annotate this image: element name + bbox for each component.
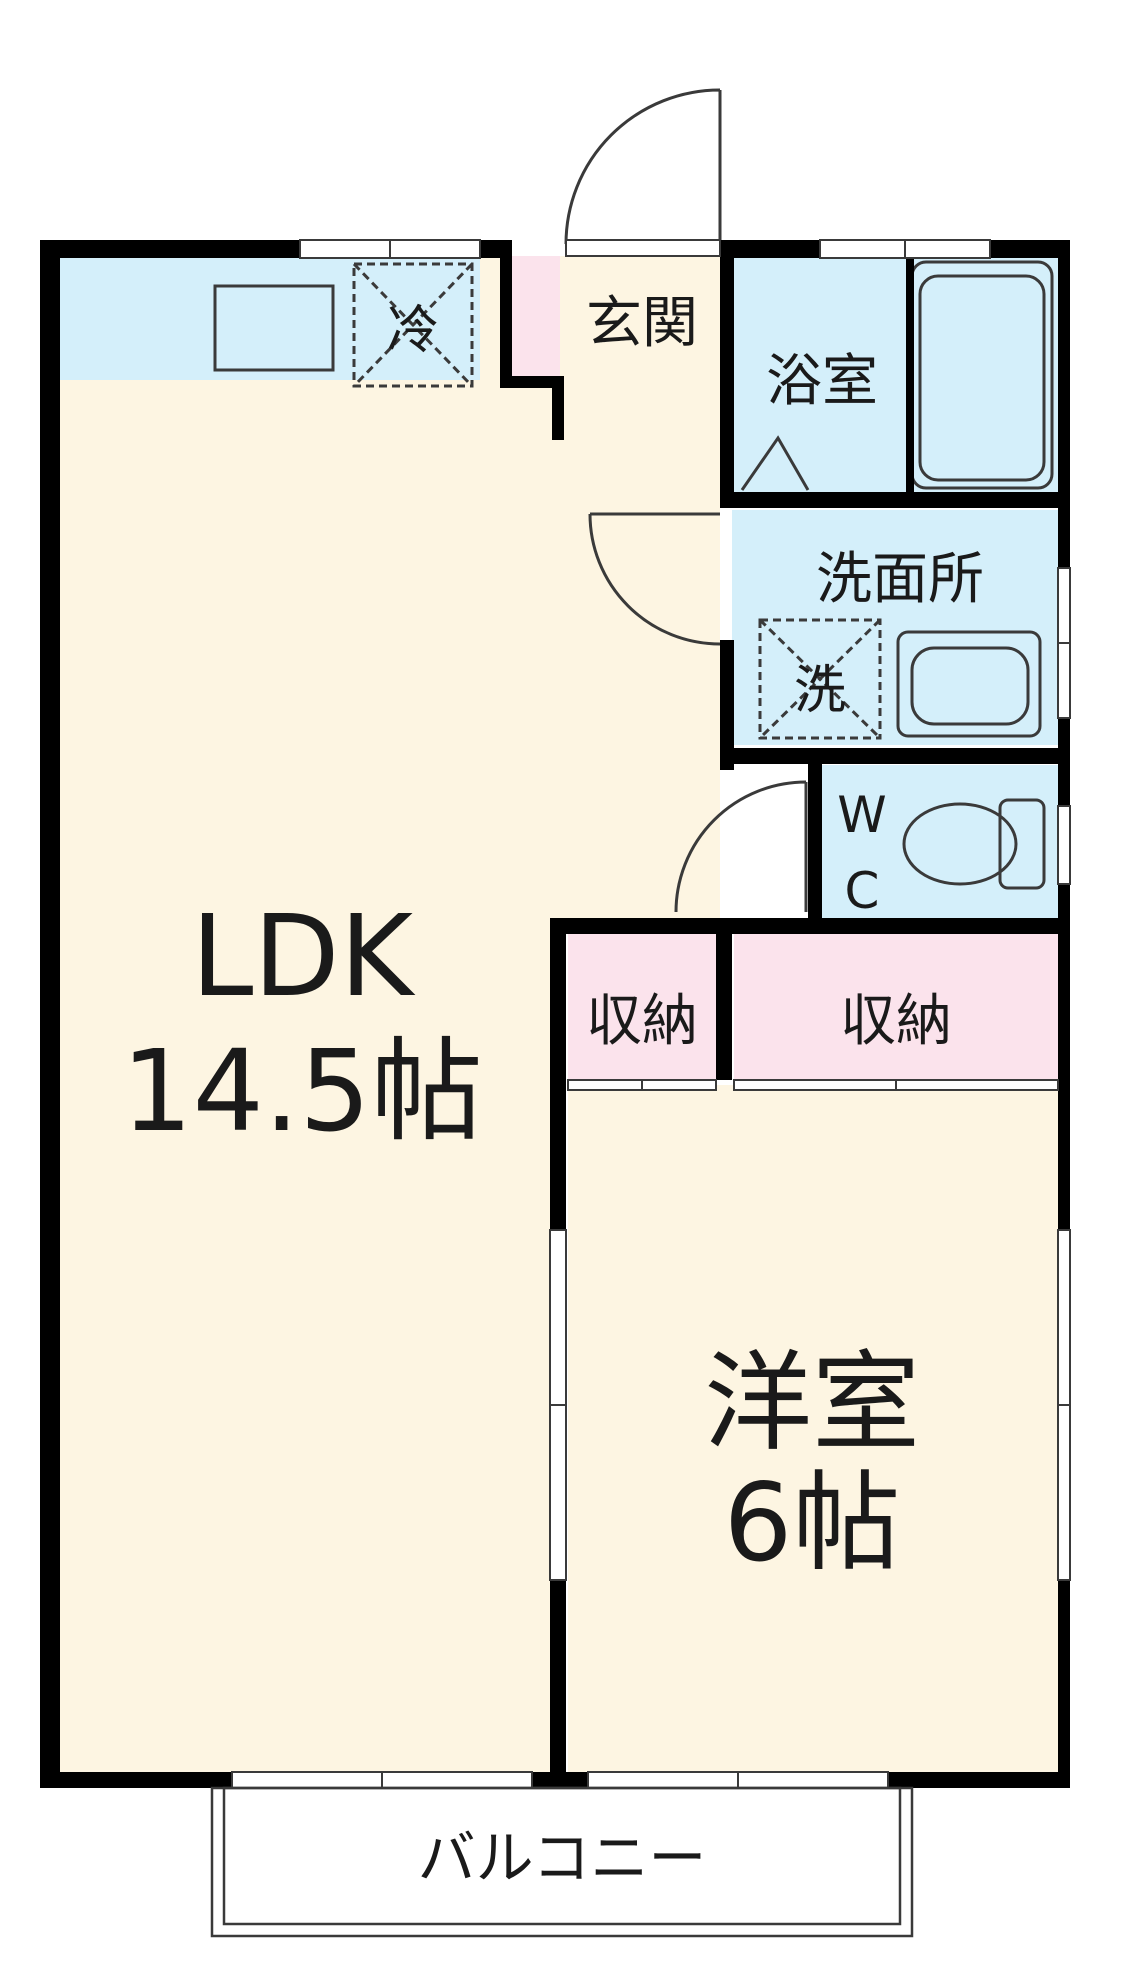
fridge-cross-b xyxy=(352,262,474,388)
storage-small-label: 収納 xyxy=(586,989,698,1054)
bathtub-inner-icon xyxy=(918,274,1046,482)
ldk-name-label: LDK xyxy=(191,892,416,1022)
vanity-basin-icon xyxy=(896,630,1042,738)
balcony xyxy=(210,1786,914,1938)
room-labels: LDK 14.5帖 洋室 6帖 玄関 浴室 洗面所 洗 冷 W C 収納 収納 … xyxy=(121,291,984,1892)
balcony-rail-inner xyxy=(222,1786,902,1926)
balcony-label: バルコニー xyxy=(418,1824,707,1892)
fridge-label: 冷 xyxy=(387,301,439,361)
storage-large-label: 収納 xyxy=(840,989,952,1054)
toilet-tank-icon xyxy=(998,798,1046,890)
storage-small-floor xyxy=(568,932,716,1080)
bathroom-wall-left xyxy=(720,240,734,508)
ldk-floor xyxy=(60,256,560,1776)
bathroom-wall-bottom xyxy=(720,492,1070,508)
entrance-label: 玄関 xyxy=(586,291,698,356)
storage-large-floor xyxy=(734,932,1058,1080)
storage-divider-wall xyxy=(716,932,732,1080)
room-fills xyxy=(60,256,1058,1776)
ldk-floor-upper xyxy=(500,380,720,920)
washer-space-icon xyxy=(758,618,882,740)
bathroom-label: 浴室 xyxy=(766,349,878,414)
fixtures xyxy=(213,260,1054,890)
wc-door-icon[interactable] xyxy=(674,780,808,913)
wc-floor xyxy=(822,765,1058,920)
washroom-wall-left xyxy=(720,640,734,770)
washer-label: 洗 xyxy=(794,661,846,721)
western-name-label: 洋室 xyxy=(704,1341,920,1466)
entrance-floor xyxy=(560,256,720,380)
ldk-size-label: 14.5帖 xyxy=(121,1027,482,1157)
wc-wall-left xyxy=(808,764,822,924)
kitchen-counter xyxy=(60,256,480,380)
washroom-wall-bottom xyxy=(720,748,1070,764)
vanity-inner-icon xyxy=(910,646,1030,726)
wc-w-label: W xyxy=(837,786,886,844)
toilet-bowl-icon xyxy=(902,802,1018,886)
bath-divider-wall xyxy=(906,256,914,492)
outer-wall-left xyxy=(40,240,60,1788)
entrance-stub-wall xyxy=(552,376,564,440)
door-swings xyxy=(564,88,808,913)
fridge-space-icon xyxy=(352,262,474,388)
western-size-label: 6帖 xyxy=(724,1461,901,1586)
entrance-door-icon[interactable] xyxy=(564,88,722,245)
kitchen-sink-icon xyxy=(213,284,335,372)
entrance-threshold xyxy=(565,239,721,257)
windows xyxy=(231,239,1071,1789)
bathroom-door-icon xyxy=(740,435,810,491)
washroom-label: 洗面所 xyxy=(816,547,984,612)
window-wc xyxy=(1057,805,1071,885)
wc-wall-bottom xyxy=(550,918,1070,934)
washroom-door-icon[interactable] xyxy=(588,512,721,646)
washroom-floor xyxy=(732,510,1058,745)
washer-cross-b xyxy=(758,618,882,740)
western-room-floor xyxy=(568,1085,1058,1775)
entrance-step-wall xyxy=(500,376,560,388)
wc-c-label: C xyxy=(845,862,880,920)
shoe-cabinet-wall xyxy=(500,240,512,380)
